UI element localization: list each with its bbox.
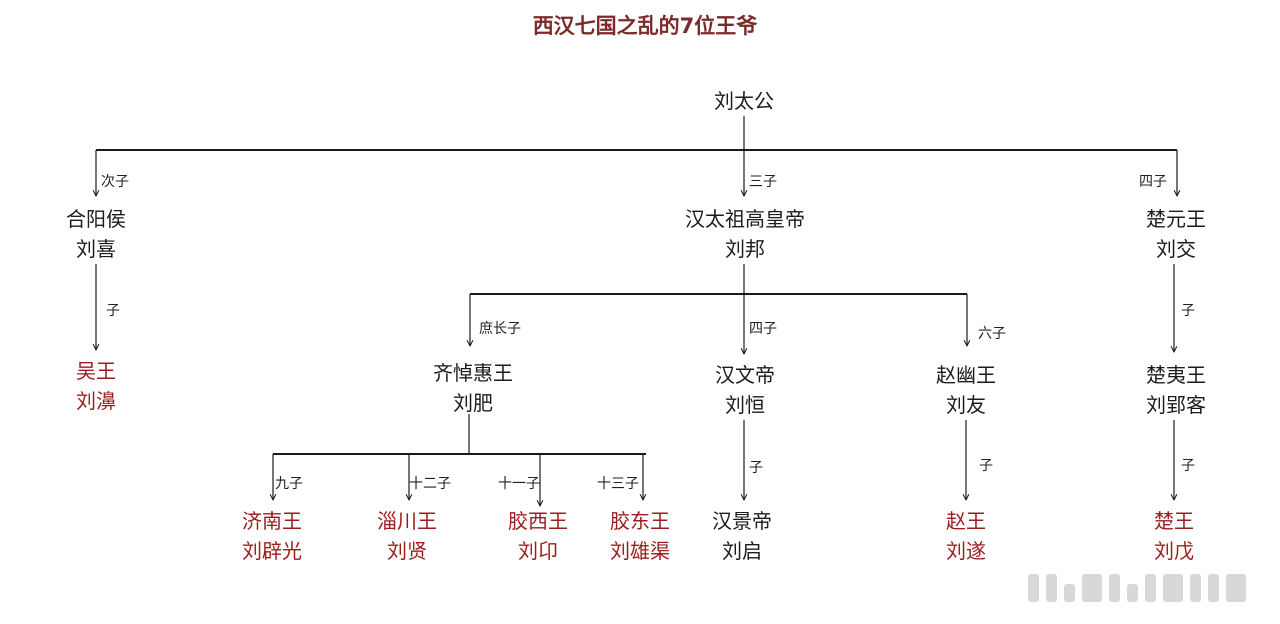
edge-label-fourth-son-wendi: 四子 <box>749 321 777 337</box>
node-chu-wang-liu-wu: 楚王 刘戊 <box>1154 506 1194 566</box>
node-title: 淄川王 <box>377 509 437 533</box>
node-zichuan-wang-liu-xian: 淄川王 刘贤 <box>377 506 437 566</box>
node-title: 汉太祖高皇帝 <box>685 207 805 231</box>
node-title: 楚王 <box>1154 509 1194 533</box>
node-zhao-wang-liu-sui: 赵王 刘遂 <box>946 506 986 566</box>
node-title: 赵幽王 <box>936 363 996 387</box>
watermark-decoration <box>1028 574 1246 602</box>
node-title: 吴王 <box>76 359 116 383</box>
diagram-title: 西汉七国之乱的7位王爷 <box>532 14 758 38</box>
node-name: 刘郢客 <box>1146 393 1206 417</box>
node-title: 济南王 <box>242 509 302 533</box>
node-title: 汉景帝 <box>712 509 772 533</box>
edge-label-son-jingdi: 子 <box>749 460 763 476</box>
node-jiaodong-wang-liu-xiongqu: 胶东王 刘雄渠 <box>610 506 670 566</box>
node-title: 汉文帝 <box>715 363 775 387</box>
edge-label-eldest-concubine-son: 庶长子 <box>479 321 521 337</box>
node-name: 刘恒 <box>725 393 765 417</box>
node-liu-taigong: 刘太公 <box>714 86 774 116</box>
node-name: 刘交 <box>1156 237 1196 261</box>
node-qi-daohuiwang-liu-fei: 齐悼惠王 刘肥 <box>433 358 513 418</box>
node-name: 刘雄渠 <box>610 539 670 563</box>
node-title: 齐悼惠王 <box>433 361 513 385</box>
edge-label-son-chu: 子 <box>1181 303 1195 319</box>
node-chu-yuanwang-liu-jiao: 楚元王 刘交 <box>1146 204 1206 264</box>
node-jingdi-liu-qi: 汉景帝 刘启 <box>712 506 772 566</box>
node-jiaoxi-wang-liu-ang: 胶西王 刘卬 <box>508 506 568 566</box>
node-name: 刘贤 <box>387 539 427 563</box>
edge-label-eleventh-son: 十一子 <box>498 476 540 492</box>
node-name: 刘戊 <box>1154 539 1194 563</box>
edge-label-third-son: 三子 <box>749 174 777 190</box>
node-name: 刘喜 <box>76 237 116 261</box>
node-name: 刘启 <box>722 539 762 563</box>
node-title: 合阳侯 <box>66 207 126 231</box>
edge-label-thirteenth-son: 十三子 <box>597 476 639 492</box>
node-zhao-youwang-liu-you: 赵幽王 刘友 <box>936 360 996 420</box>
node-wu-wang-liu-bi: 吴王 刘濞 <box>76 356 116 416</box>
node-wendi-liu-heng: 汉文帝 刘恒 <box>715 360 775 420</box>
node-gaozu-liu-bang: 汉太祖高皇帝 刘邦 <box>685 204 805 264</box>
node-title: 胶东王 <box>610 509 670 533</box>
node-name: 刘邦 <box>725 237 765 261</box>
edge-label-son-chuwang: 子 <box>1181 458 1195 474</box>
node-name: 刘友 <box>946 393 986 417</box>
edge-label-twelfth-son: 十二子 <box>409 476 451 492</box>
node-name: 刘濞 <box>76 389 116 413</box>
node-chu-yiwang-liu-yingke: 楚夷王 刘郢客 <box>1146 360 1206 420</box>
edge-label-sixth-son: 六子 <box>978 326 1006 342</box>
node-name: 刘遂 <box>946 539 986 563</box>
node-heyanghou-liu-xi: 合阳侯 刘喜 <box>66 204 126 264</box>
edge-label-son-zhao: 子 <box>979 458 993 474</box>
node-title: 楚元王 <box>1146 207 1206 231</box>
node-jinan-wang-liu-piguang: 济南王 刘辟光 <box>242 506 302 566</box>
node-name: 刘卬 <box>518 539 558 563</box>
node-name: 刘肥 <box>453 391 493 415</box>
node-title: 楚夷王 <box>1146 363 1206 387</box>
node-name: 刘太公 <box>714 89 774 113</box>
edge-label-ninth-son: 九子 <box>275 476 303 492</box>
edge-label-fourth-son-chu: 四子 <box>1139 174 1167 190</box>
edge-label-second-son: 次子 <box>101 174 129 190</box>
node-title: 赵王 <box>946 509 986 533</box>
node-name: 刘辟光 <box>242 539 302 563</box>
edge-label-son-wu: 子 <box>106 303 120 319</box>
node-title: 胶西王 <box>508 509 568 533</box>
